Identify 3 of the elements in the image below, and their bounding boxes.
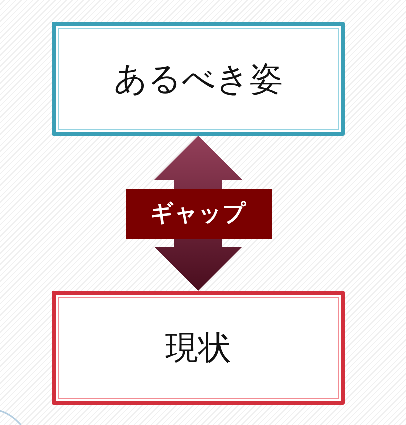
goal-box: あるべき姿: [52, 22, 345, 136]
edge-label: ギャップ: [126, 188, 272, 238]
current-state-box: 現状: [52, 291, 345, 405]
